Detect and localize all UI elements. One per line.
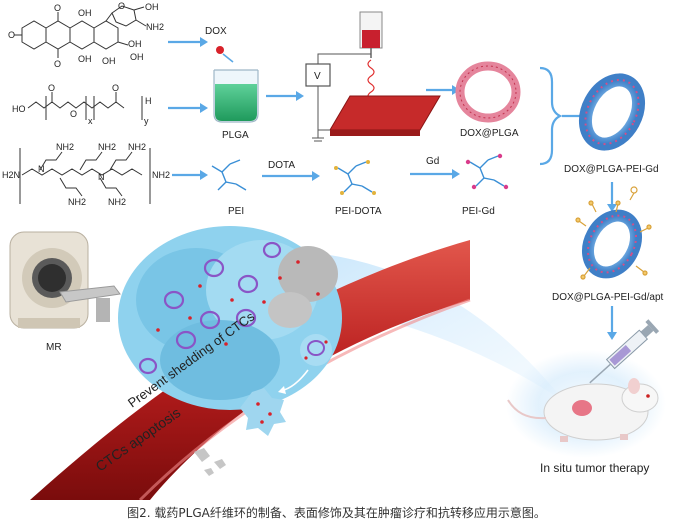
dox-nh2: NH2 — [146, 22, 164, 32]
plga-y: y — [144, 116, 149, 126]
label-voltage: V — [314, 71, 321, 82]
label-gd: Gd — [426, 156, 439, 167]
plga-h: H — [145, 96, 152, 106]
pei-dota-molecule — [334, 160, 376, 195]
dox-oh-chain: OH — [128, 39, 142, 49]
pei-nh2-2: NH2 — [98, 142, 116, 152]
ctc-debris — [194, 448, 226, 476]
pei-nh2-1: NH2 — [56, 142, 74, 152]
tumor-mass: Prevent shedding of CTCs — [118, 226, 342, 410]
figure-caption: 图2. 载药PLGA纤维环的制备、表面修饰及其在肿瘤诊疗和抗转移应用示意图。 — [127, 506, 546, 520]
label-dox-plga: DOX@PLGA — [460, 128, 519, 139]
plga-structure: HO O O O x y H — [12, 83, 152, 126]
electrospinning-setup: V — [305, 11, 441, 142]
dox-o-sugar: O — [118, 1, 125, 11]
pei-molecule — [211, 159, 247, 191]
pei-h2n: H2N — [2, 170, 20, 180]
dox-o-methoxy: O — [8, 30, 15, 40]
dox-plga-pei-gd-ring — [578, 73, 646, 151]
merge-brace — [539, 66, 563, 166]
ctc-cell-apoptotic — [240, 388, 286, 436]
pei-n-2: N — [98, 172, 105, 182]
dox-oh-sugar: OH — [145, 2, 159, 12]
label-dox-plga-pei-gd-apt: DOX@PLGA-PEI-Gd/apt — [552, 292, 664, 303]
label-pei-gd: PEI-Gd — [462, 206, 495, 217]
pei-nh2-end: NH2 — [152, 170, 170, 180]
ctc-cell-ring — [300, 334, 332, 366]
pei-nh2-5: NH2 — [108, 197, 126, 207]
dox-oh-bottom: OH — [78, 54, 92, 64]
dox-plga-pei-gd-apt-ring — [575, 200, 652, 280]
plga-o-2: O — [112, 83, 119, 93]
label-dox-plga-pei-gd: DOX@PLGA-PEI-Gd — [564, 164, 659, 175]
schematic: O O O OH OH O OH NH2 OH OH OH HO O O O x… — [2, 1, 666, 500]
label-dota: DOTA — [268, 160, 295, 171]
label-plga: PLGA — [222, 130, 249, 141]
label-in-situ-therapy: In situ tumor therapy — [540, 461, 649, 475]
plga-x: x — [88, 116, 93, 126]
pei-gd-molecule — [465, 153, 509, 190]
mouse-icon — [507, 378, 659, 442]
pei-nh2-3: NH2 — [128, 142, 146, 152]
dox-oh-top: OH — [78, 8, 92, 18]
label-pei-dota: PEI-DOTA — [335, 206, 382, 217]
aptamer-icon — [629, 186, 638, 201]
dox-structure: O O O OH OH O OH NH2 OH OH OH — [8, 1, 164, 69]
pei-n-1: N — [38, 164, 45, 174]
plga-o-3: O — [70, 109, 77, 119]
dox-oh-chain-2: OH — [130, 52, 144, 62]
dox-drop — [216, 46, 224, 54]
dox-plga-ring — [455, 61, 521, 123]
dox-o-top: O — [54, 3, 61, 13]
pei-structure: H2N NH2 NH2 NH2 NH2 NH2 NH2 N N — [2, 142, 170, 207]
plga-o-1: O — [48, 83, 55, 93]
label-mr: MR — [46, 342, 62, 353]
label-dox: DOX — [205, 26, 227, 37]
mri-scanner-icon — [9, 231, 121, 329]
dox-o-bottom: O — [54, 59, 61, 69]
pei-nh2-4: NH2 — [68, 197, 86, 207]
label-pei: PEI — [228, 206, 244, 217]
dox-oh-ring: OH — [102, 56, 116, 66]
beaker — [213, 69, 259, 123]
syringe-icon — [589, 319, 660, 384]
plga-ho: HO — [12, 104, 26, 114]
